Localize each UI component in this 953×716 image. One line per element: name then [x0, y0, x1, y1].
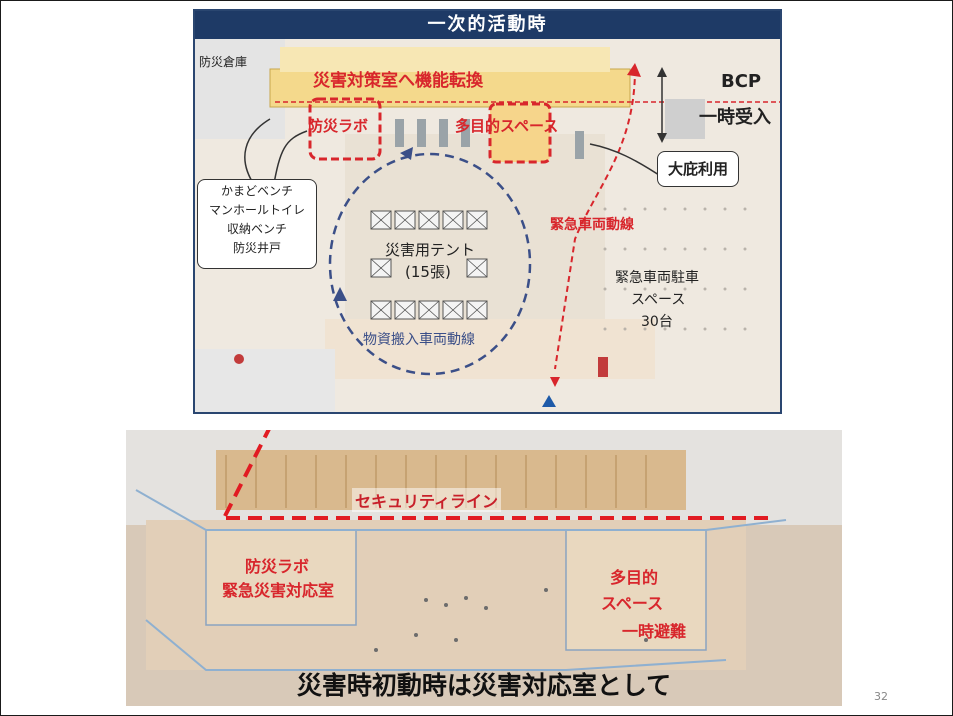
multi-space-label: 多目的スペース — [455, 117, 559, 135]
tent-title-label: 災害用テント — [385, 241, 476, 259]
parking-label-2: スペース — [631, 292, 686, 308]
bosai-lab-label: 防災ラボ — [308, 117, 369, 135]
eaves-callout: 大庇利用 — [657, 151, 739, 187]
facilities-callout: かまどベンチ マンホールトイレ 収納ベンチ 防災井戸 — [197, 179, 317, 269]
storage-label: 防災倉庫 — [199, 55, 248, 69]
page-number: 32 — [874, 690, 888, 703]
emergency-route-label: 緊急車両動線 — [550, 217, 634, 233]
slide-caption: 災害時初動時は災害対応室として — [296, 671, 672, 700]
site-map-drawing — [195, 39, 780, 412]
bcp-label: BCP — [721, 71, 762, 92]
lab-label-2: 緊急災害対応室 — [222, 581, 335, 600]
facility-item: 収納ベンチ — [226, 222, 287, 236]
supply-route-label: 物資搬入車両動線 — [363, 332, 475, 348]
multi-label-2: スペース — [601, 594, 664, 613]
function-switch-label: 災害対策室へ機能転換 — [313, 71, 483, 91]
parking-label-3: 30台 — [641, 314, 673, 330]
facility-item: マンホールトイレ — [208, 203, 305, 217]
temp-accept-label: 一時受入 — [699, 107, 771, 128]
building-illustration-panel: セキュリティライン 防災ラボ 緊急災害対応室 多目的 スペース 一時避難 災害時… — [126, 430, 842, 706]
multi-label-3: 一時避難 — [622, 622, 687, 641]
multi-label-1: 多目的 — [610, 568, 659, 587]
parking-label-1: 緊急車両駐車 — [615, 270, 699, 286]
security-line-label: セキュリティライン — [352, 488, 502, 512]
map-title: 一次的活動時 — [195, 11, 780, 39]
site-map-panel: 一次的活動時 — [193, 9, 782, 414]
tent-count-label: (15張) — [405, 263, 451, 281]
facility-item: 防災井戸 — [232, 241, 281, 255]
building-illustration — [126, 430, 842, 706]
facility-item: かまどベンチ — [220, 184, 293, 198]
lab-label-1: 防災ラボ — [245, 557, 310, 576]
